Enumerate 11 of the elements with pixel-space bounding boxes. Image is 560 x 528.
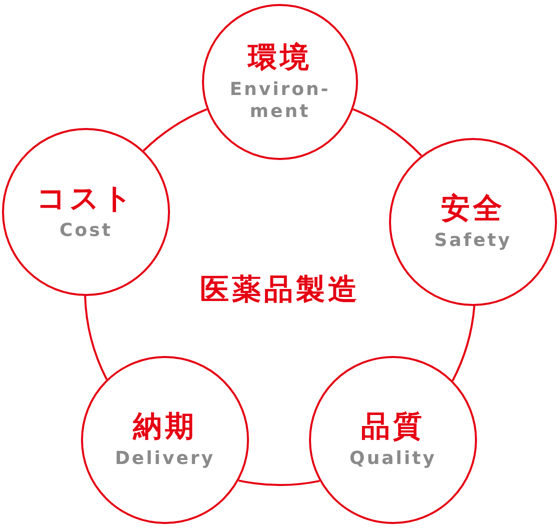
topic-title: 安全 [441, 191, 505, 226]
topic-title: コスト [36, 181, 136, 216]
topic-subtitle: Delivery [114, 448, 216, 471]
topic-subtitle: Cost [58, 220, 114, 243]
topic-subtitle: Safety [433, 230, 513, 253]
center-title: 医薬品製造 [200, 271, 360, 308]
topic-subtitle: Quality [348, 448, 438, 471]
topic-title: 納期 [133, 409, 197, 444]
topic-title: 品質 [361, 409, 425, 444]
topic-subtitle: Environ- ment [228, 78, 332, 124]
topic-title: 環境 [248, 40, 312, 75]
